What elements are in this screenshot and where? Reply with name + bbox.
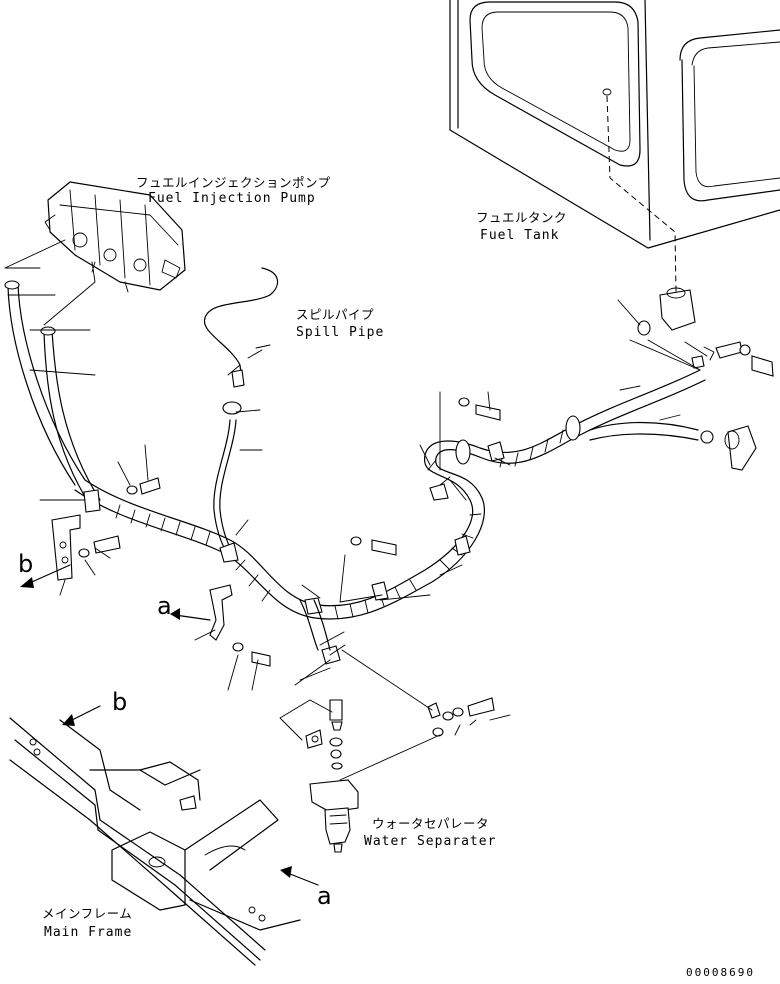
document-number: 00008690 [686, 966, 755, 979]
spill-pipe-drawing [203, 267, 279, 556]
view-marker-b-frame: b [112, 688, 128, 716]
water-separator-label-jp: ウォータセパレータ [372, 816, 490, 831]
spill-pipe-label-jp: スピルパイプ [296, 307, 375, 322]
fuel-tank-label-jp: フュエルタンク [476, 210, 568, 225]
main-frame-drawing [9, 717, 301, 966]
fuel-tank-label-en: Fuel Tank [480, 228, 560, 243]
view-arrows [20, 564, 319, 886]
fuel-injection-pump-label-en: Fuel Injection Pump [148, 191, 316, 206]
fuel-injection-pump-drawing [44, 181, 186, 293]
fuel-tank-drawing [449, 0, 780, 293]
pump-hoses [4, 239, 101, 506]
main-frame-label-en: Main Frame [44, 925, 133, 940]
view-marker-a: a [157, 592, 172, 620]
view-marker-b: b [18, 550, 34, 578]
separator-line [299, 599, 441, 781]
main-frame-label-jp: メインフレーム [42, 906, 133, 921]
clamps-brackets [51, 355, 705, 737]
water-separator-drawing [279, 699, 359, 853]
main-fuel-line [74, 287, 774, 620]
spill-pipe-label-en: Spill Pipe [296, 325, 385, 340]
fuel-injection-pump-label-jp: フュエルインジェクションポンプ [136, 175, 331, 190]
view-marker-a-frame: a [317, 882, 332, 910]
water-separator-label-en: Water Separater [364, 834, 497, 849]
leader-lines [4, 267, 701, 736]
